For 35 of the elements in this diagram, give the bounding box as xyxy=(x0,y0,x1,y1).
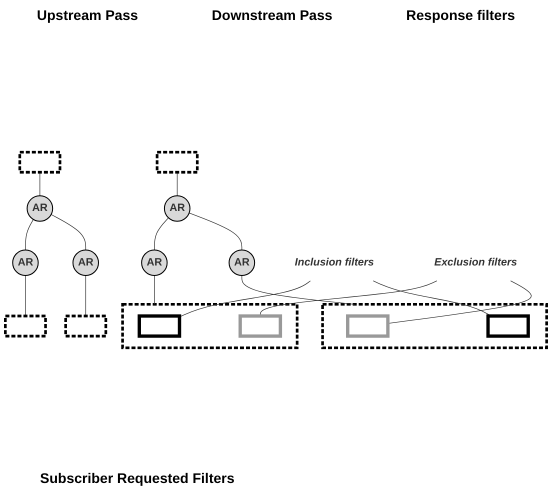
node-box xyxy=(138,314,182,338)
connector xyxy=(25,275,26,316)
node-box xyxy=(346,314,390,338)
node-box xyxy=(4,314,47,338)
node-box xyxy=(238,314,282,338)
node-circle: AR xyxy=(72,250,99,276)
node-box xyxy=(18,150,62,174)
node-text: Exclusion filters xyxy=(434,256,518,268)
node-circle: AR xyxy=(164,195,190,222)
heading: Downstream Pass xyxy=(212,7,332,23)
connector xyxy=(242,275,355,305)
connector xyxy=(25,219,34,250)
connector xyxy=(50,214,86,250)
caption-text: Response filters xyxy=(406,7,516,23)
connector xyxy=(388,280,532,324)
connector xyxy=(372,280,492,316)
cluster xyxy=(321,302,548,350)
cluster xyxy=(121,302,298,350)
node-circle: AR xyxy=(12,250,39,276)
node-box xyxy=(486,314,530,338)
connector xyxy=(188,212,242,250)
connector xyxy=(260,280,438,316)
node-circle: AR xyxy=(141,250,168,276)
connector xyxy=(176,172,178,196)
connector xyxy=(154,275,155,305)
node-text: Inclusion filters xyxy=(294,256,374,268)
connector xyxy=(85,275,86,316)
node-box xyxy=(156,150,199,174)
heading: Upstream Pass xyxy=(36,7,138,23)
caption-text: Subscriber Requested Filters xyxy=(40,470,235,486)
connector xyxy=(179,280,311,318)
node-circle: AR xyxy=(228,250,256,276)
connector xyxy=(154,217,169,250)
node-circle: AR xyxy=(26,195,54,222)
node-box xyxy=(64,314,108,338)
